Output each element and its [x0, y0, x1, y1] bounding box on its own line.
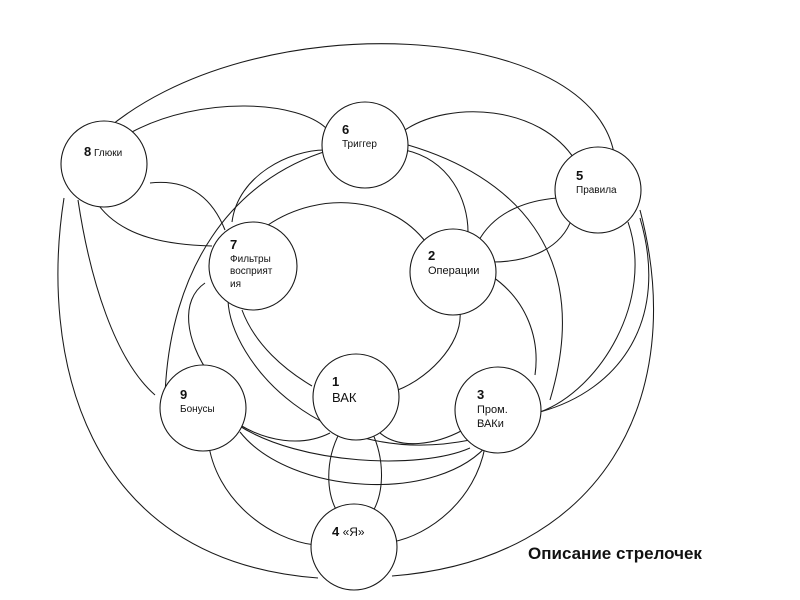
arc-6-5 [404, 111, 576, 161]
node-2-text: Операции [428, 264, 480, 277]
node-8-circle [60, 120, 148, 208]
node-4-circle [310, 503, 398, 591]
node-8-text: Глюки [94, 148, 123, 159]
arc-8-9 [77, 199, 156, 396]
arc-2-1 [391, 311, 461, 393]
arc-2-3 [489, 274, 537, 376]
arc-3-5-right [539, 217, 650, 413]
node-3-number: 3 [477, 387, 485, 402]
diagram-caption: Описание стрелочек [528, 544, 702, 563]
arc-6-2 [404, 149, 469, 233]
arc-8-5-outer [99, 43, 616, 161]
node-circles [60, 101, 642, 591]
arc-2-5-upper [477, 197, 559, 243]
arc-9-4 [207, 439, 316, 546]
arc-7-1 [241, 309, 313, 387]
arc-5-4-outer [391, 209, 654, 577]
node-6-circle [321, 101, 409, 189]
arc-9-1 [239, 424, 331, 442]
node-7-label[interactable]: 7 Фильтры восприятия [230, 237, 274, 291]
arc-8-4-outer [57, 197, 319, 579]
node-5-label[interactable]: 5 Правила [576, 168, 620, 197]
node-9-circle [159, 364, 247, 452]
arc-1-3 [379, 429, 464, 445]
node-1-text: ВАК [332, 390, 357, 406]
node-3-text: Пром. ВАКи [477, 403, 508, 430]
arc-7-2-top [267, 202, 431, 249]
node-9-label[interactable]: 9 Бонусы [180, 387, 235, 416]
node-4-number: 4 [332, 524, 340, 539]
node-4-text: «Я» [342, 525, 365, 539]
node-6-label[interactable]: 6 Триггер [342, 122, 402, 151]
arc-7-6 [231, 149, 326, 223]
node-5-circle [554, 146, 642, 234]
node-9-text: Бонусы [180, 403, 215, 415]
node-6-text: Триггер [342, 138, 377, 150]
arc-1-4-left [328, 431, 341, 517]
arc-3-4 [391, 446, 486, 543]
node-1-label[interactable]: 1 ВАК [332, 374, 392, 407]
node-7-circle [208, 221, 298, 311]
node-9-number: 9 [180, 387, 188, 402]
node-5-text: Правила [576, 184, 617, 196]
node-3-circle [454, 366, 542, 454]
node-8-number: 8 [84, 144, 92, 159]
node-2-number: 2 [428, 248, 436, 263]
arc-1-4-right [369, 431, 383, 517]
arc-2-5-lower [491, 217, 573, 263]
node-7-number: 7 [230, 237, 238, 252]
arc-8-6 [129, 105, 329, 134]
arc-7-9 [188, 282, 211, 376]
arc-3-9-cross [237, 424, 471, 462]
node-2-label[interactable]: 2 Операции [428, 248, 482, 279]
node-1-number: 1 [332, 374, 340, 389]
arc-7-3-lower [227, 299, 471, 446]
node-4-label[interactable]: 4 «Я» [332, 524, 392, 540]
node-7-text: Фильтры восприятия [230, 253, 273, 290]
arc-8-7-lower [94, 199, 213, 247]
arc-5-3-outer [539, 221, 636, 413]
arc-6-9 [164, 149, 331, 396]
arc-8-7-upper [149, 181, 226, 231]
node-2-circle [409, 228, 497, 316]
node-3-label[interactable]: 3 Пром. ВАКи [477, 387, 525, 431]
arc-9-3-bottom [239, 431, 491, 486]
node-1-circle [312, 353, 400, 441]
arc-6-3 [407, 144, 563, 401]
node-6-number: 6 [342, 122, 350, 137]
node-5-number: 5 [576, 168, 584, 183]
node-8-label[interactable]: 8 Глюки [84, 144, 154, 161]
